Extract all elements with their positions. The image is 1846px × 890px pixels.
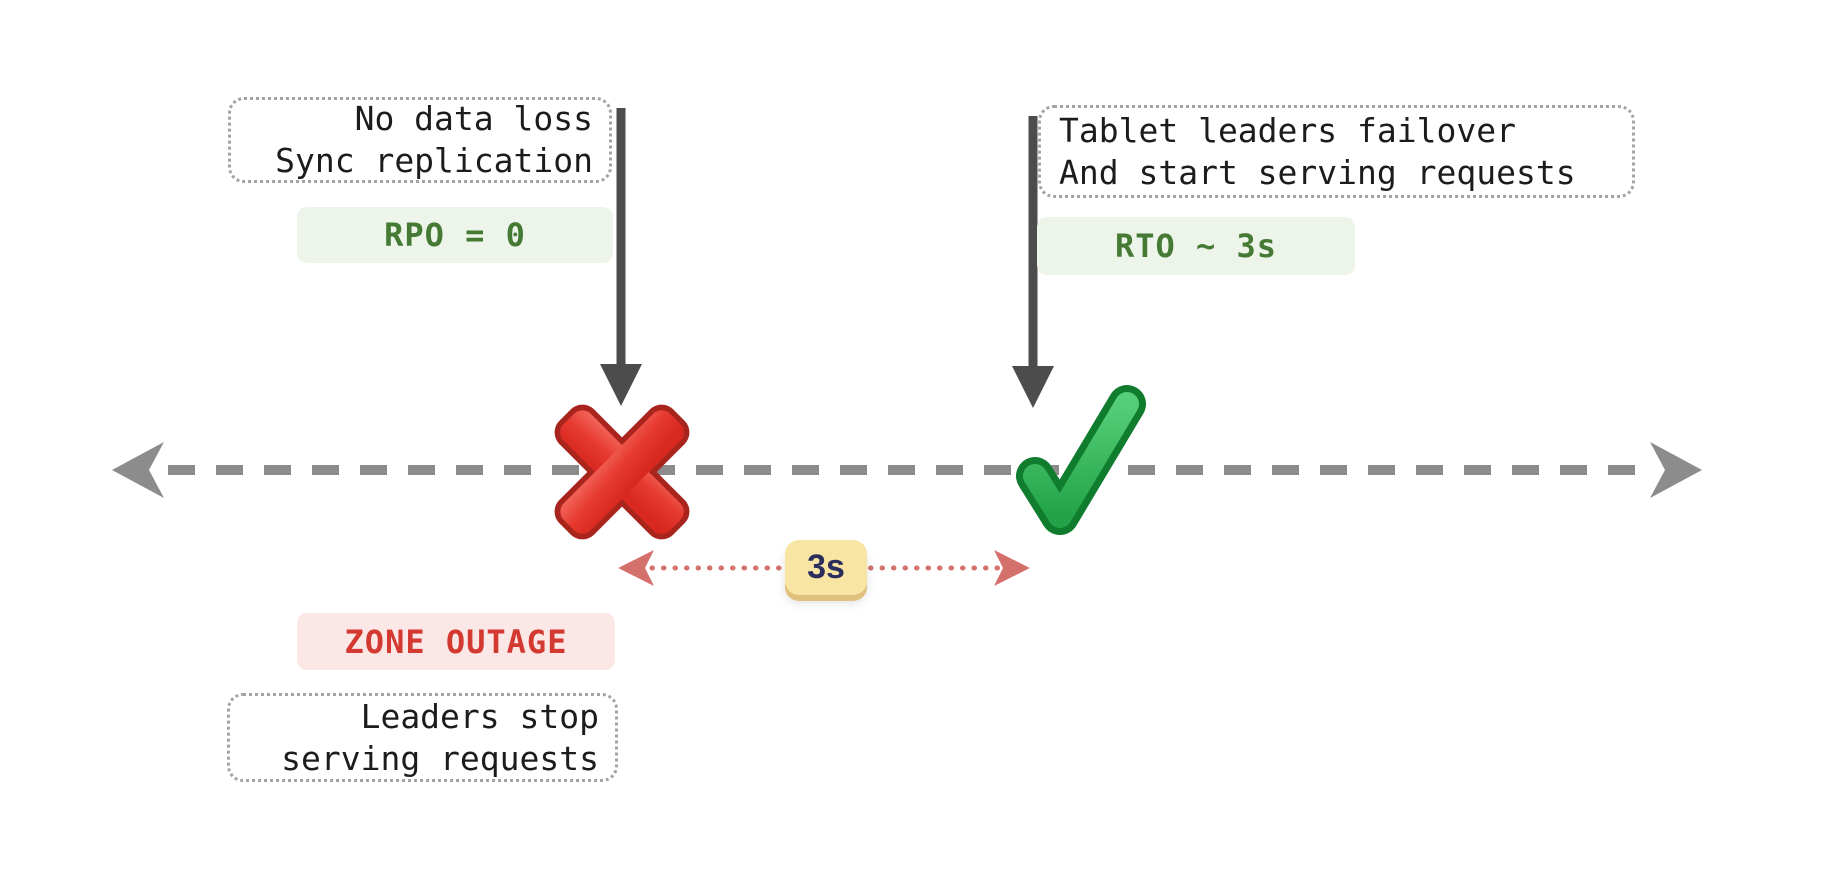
duration-dotted-double-arrow [618, 550, 1030, 586]
note-line: Sync replication [275, 141, 593, 180]
note-line: serving requests [281, 738, 599, 778]
note-line: No data loss [354, 99, 593, 138]
cross-mark-icon [554, 404, 690, 540]
timeline-dashed-double-arrow [112, 442, 1702, 498]
outage-pointer-down-arrow [600, 108, 642, 406]
recovery-pointer-down-arrow [1012, 116, 1054, 408]
timeline-left-arrowhead [112, 442, 164, 498]
note-leaders-stop: Leaders stop serving requests [227, 693, 618, 782]
note-sync-replication: No data loss Sync replication [228, 97, 612, 183]
rpo-badge: RPO = 0 [297, 207, 613, 263]
duration-badge: 3s [785, 540, 867, 595]
check-mark-icon [1016, 385, 1146, 535]
zone-outage-badge: ZONE OUTAGE [297, 613, 615, 670]
rto-badge: RTO ~ 3s [1037, 217, 1355, 275]
note-line: Leaders stop [360, 696, 599, 736]
note-line: And start serving requests [1059, 152, 1576, 192]
note-line: Tablet leaders failover [1059, 110, 1516, 150]
timeline-right-arrowhead [1650, 442, 1702, 498]
note-tablet-failover: Tablet leaders failover And start servin… [1038, 105, 1635, 198]
